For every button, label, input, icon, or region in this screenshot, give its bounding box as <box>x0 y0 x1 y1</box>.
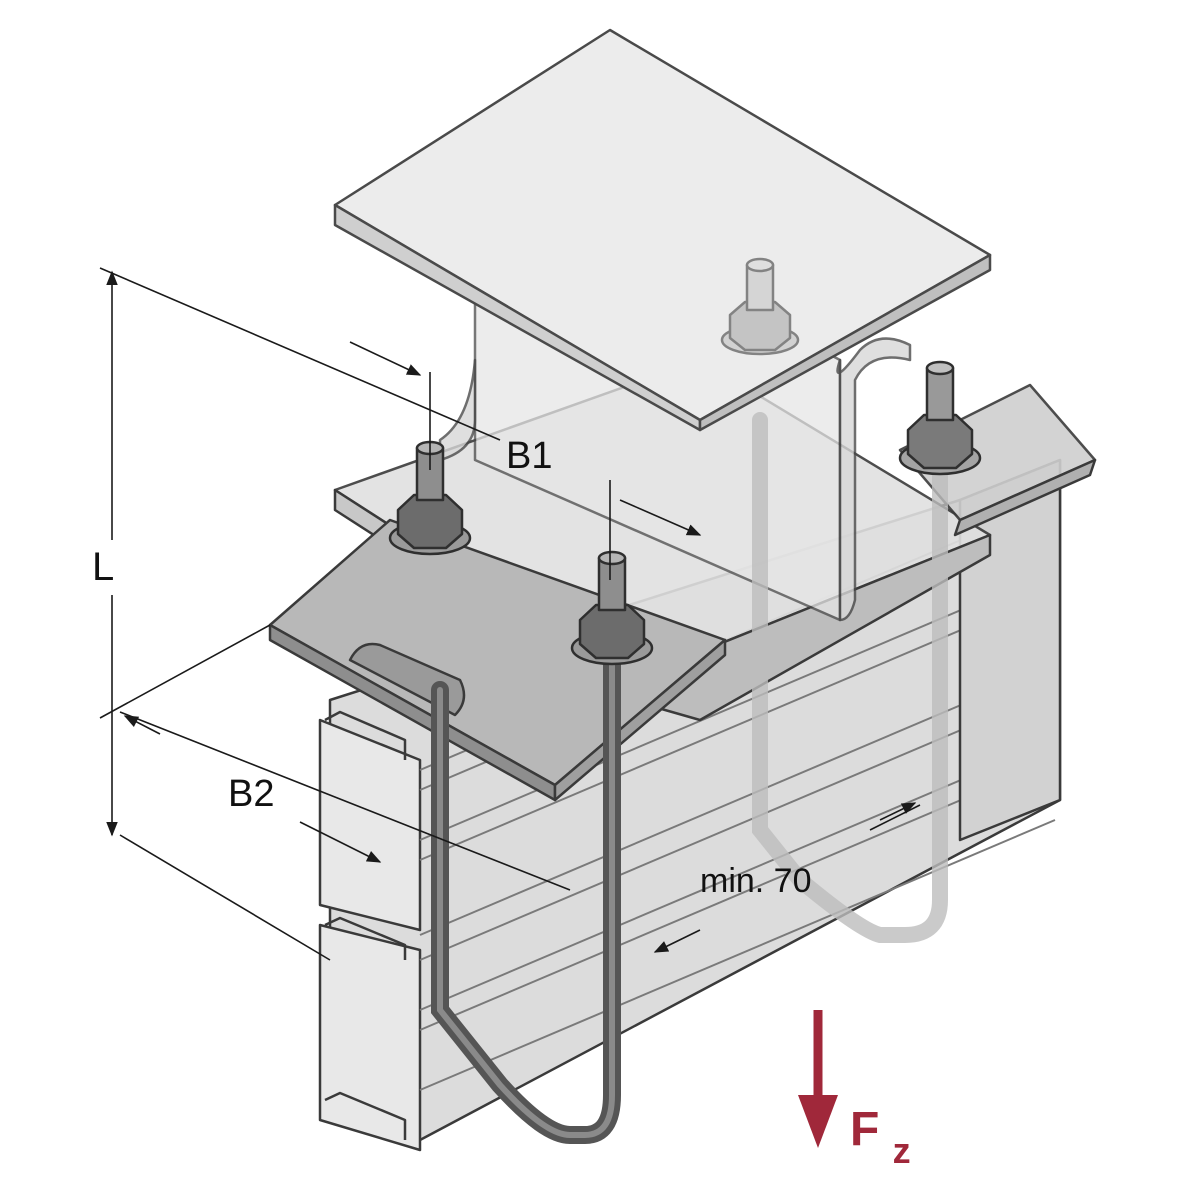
force-arrow-icon <box>798 1010 838 1148</box>
back-clamp-edge <box>953 458 1097 537</box>
dim-L-extension-bottom <box>99 624 271 719</box>
dim-L-extension-top <box>99 267 501 441</box>
label-width-top: B1 <box>506 435 552 477</box>
dim-B2-line-top <box>123 715 161 735</box>
label-width-bottom: B2 <box>228 773 274 815</box>
back-u-bolt <box>752 412 948 943</box>
dim-B1-line-right <box>619 499 702 536</box>
rail-lip-upper <box>324 710 407 760</box>
nuts <box>388 257 982 666</box>
dim-min70-arrow-right <box>879 802 917 821</box>
ibeam-top-flange-face <box>333 28 992 422</box>
label-min-distance: min. 70 <box>700 862 812 900</box>
front-clamp-side <box>553 638 727 802</box>
i-beam <box>333 28 992 622</box>
dim-B2-ext-top <box>119 711 571 891</box>
hex-nut-icon <box>388 440 472 556</box>
hex-nut-icon <box>898 360 982 476</box>
rail-lip-mid <box>324 916 407 960</box>
dimension-lines <box>99 267 921 961</box>
ibeam-top-flange-side <box>698 253 992 432</box>
force-label: F z <box>850 1103 911 1171</box>
force-arrow-head <box>798 1095 838 1148</box>
force-subscript: z <box>893 1130 911 1171</box>
hex-nut-icon <box>720 257 800 356</box>
force-letter: F <box>850 1103 879 1156</box>
dim-B2-line-bottom <box>299 821 382 863</box>
dim-B1-line-left <box>349 341 422 376</box>
rail-lip-bottom <box>324 1091 407 1140</box>
ibeam-bottom-flange-left <box>438 358 477 462</box>
dim-B2-ext-bottom <box>119 834 331 961</box>
label-length: L <box>92 545 114 589</box>
ibeam-bottom-flange-right <box>836 337 912 622</box>
u-bolts <box>431 412 948 1144</box>
hex-nut-icon <box>570 550 654 666</box>
rail-front-upper <box>318 718 422 932</box>
dim-min70-arrow-left <box>653 929 701 953</box>
